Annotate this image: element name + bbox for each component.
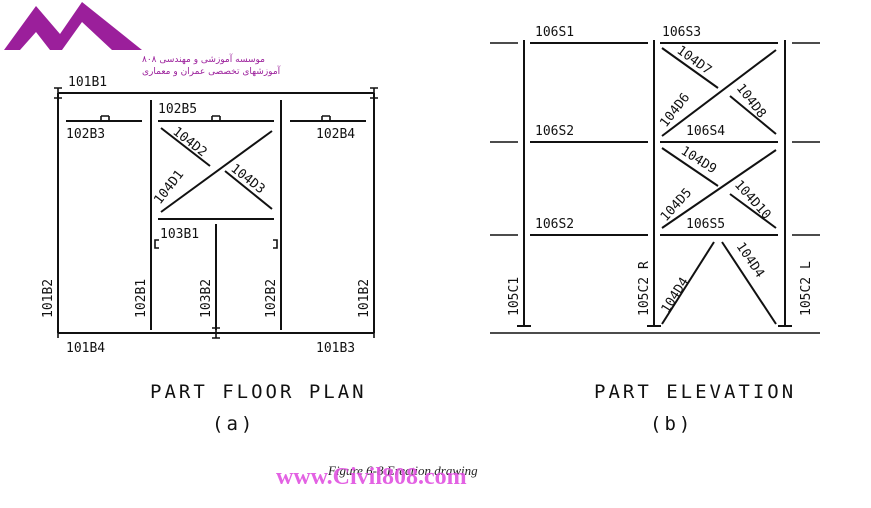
logo-line-2: آموزشهای تخصصی عمران و معماری: [142, 65, 281, 77]
label-104d1: 104D1: [151, 167, 187, 207]
label-105c2-r: 105C2 R: [637, 261, 652, 316]
label-106s2-upper: 106S2: [535, 124, 574, 139]
column-marker-tl: [54, 87, 62, 99]
label-101b3: 101B3: [316, 341, 355, 356]
tick-102b3: [100, 115, 110, 121]
label-102b5: 102B5: [158, 102, 197, 117]
caption-elevation: PART ELEVATION: [594, 381, 796, 403]
logo-line-1: موسسه آموزشی و مهندسی ۸۰۸: [142, 53, 265, 65]
label-101b1: 101B1: [68, 75, 107, 90]
brace-104d4-left: [661, 241, 715, 325]
caption-elevation-sub: (b): [650, 413, 693, 435]
bracket-right: [273, 239, 278, 249]
brace-104d5: [661, 149, 777, 229]
floor-plan: 101B1 102B3 102B5 102B4 104D2 104D1 104D…: [41, 75, 378, 435]
label-106s2-lower: 106S2: [535, 217, 574, 232]
brace-104d7: [661, 47, 719, 89]
label-106s4: 106S4: [686, 124, 725, 139]
label-104d4-left: 104D4: [659, 275, 693, 316]
label-104d2: 104D2: [170, 124, 210, 160]
watermark: www.Civil808.com: [276, 464, 467, 490]
label-101b2-left: 101B2: [41, 279, 56, 318]
tick-102b5: [211, 115, 221, 121]
label-106s1: 106S1: [535, 25, 574, 40]
label-106s5: 106S5: [686, 217, 725, 232]
brace-104d10: [729, 193, 777, 229]
caption-floor-plan: PART FLOOR PLAN: [150, 381, 367, 403]
label-101b2-right: 101B2: [357, 279, 372, 318]
brace-104d9: [661, 147, 719, 187]
brace-104d6: [661, 49, 777, 137]
label-104d8: 104D8: [733, 81, 769, 121]
label-104d4-right: 104D4: [733, 240, 767, 281]
brace-104d1: [160, 130, 273, 213]
brace-104d3: [224, 170, 273, 210]
label-105c1: 105C1: [507, 277, 522, 316]
label-106s3: 106S3: [662, 25, 701, 40]
elevation: 106S1 106S3 104D7 104D6 104D8 106S2 106S…: [490, 25, 820, 435]
label-105c2-l: 105C2 L: [799, 261, 814, 316]
column-marker-tr: [370, 87, 378, 99]
label-103b2: 103B2: [199, 279, 214, 318]
logo-mountain-shape: [4, 2, 142, 50]
label-104d3: 104D3: [228, 161, 268, 197]
label-102b2: 102B2: [264, 279, 279, 318]
figure-caption: Figure 6-8 Erection drawing: [327, 463, 478, 478]
brace-104d4-right: [721, 241, 777, 325]
tick-102b4: [321, 115, 331, 121]
label-101b4: 101B4: [66, 341, 105, 356]
label-102b1: 102B1: [134, 279, 149, 318]
brace-104d2: [160, 127, 211, 167]
label-102b4: 102B4: [316, 127, 355, 142]
label-103b1: 103B1: [160, 227, 199, 242]
logo: موسسه آموزشی و مهندسی ۸۰۸ آموزشهای تخصصی…: [4, 2, 281, 77]
brace-104d8: [729, 95, 777, 135]
bracket-left: [154, 239, 159, 249]
caption-floor-plan-sub: (a): [212, 413, 255, 435]
label-102b3: 102B3: [66, 127, 105, 142]
